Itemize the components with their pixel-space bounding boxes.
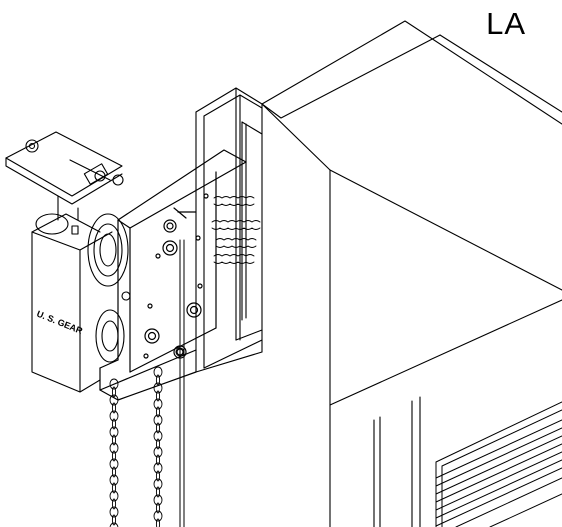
chain-link <box>111 386 117 398</box>
operator-motor <box>5 131 131 393</box>
chain-link <box>153 510 163 522</box>
corner-label: LA <box>486 6 526 41</box>
chain-link <box>109 506 119 518</box>
chain-link <box>153 382 163 394</box>
chain-link <box>109 474 119 486</box>
chain-link <box>111 450 117 462</box>
chain-link <box>153 462 163 474</box>
chain-link <box>155 502 161 514</box>
chain-link <box>153 414 163 426</box>
mounting-bracket <box>99 149 247 401</box>
chain-link <box>153 366 163 378</box>
chain-link <box>111 514 117 526</box>
release-cord <box>175 239 185 527</box>
chain-link <box>109 442 119 454</box>
chain-link <box>155 406 161 418</box>
chain-link <box>155 486 161 498</box>
chain-link <box>153 446 163 458</box>
chain-link <box>109 378 119 390</box>
chain-link <box>109 394 119 406</box>
chain-link <box>153 478 163 490</box>
chain-link <box>111 418 117 430</box>
drive-chain <box>211 196 261 264</box>
chain-link <box>153 398 163 410</box>
chain-link <box>109 410 119 422</box>
chain-link <box>153 430 163 442</box>
chain-link <box>109 458 119 470</box>
chain-link <box>109 490 119 502</box>
chain-link <box>155 374 161 386</box>
chain-link <box>153 494 163 506</box>
chain-link <box>155 518 161 527</box>
chain-link <box>111 498 117 510</box>
chain-link <box>109 426 119 438</box>
hand-chain <box>109 366 163 527</box>
door-track <box>195 87 263 373</box>
chain-link <box>155 470 161 482</box>
chain-link <box>111 482 117 494</box>
overhead-door-section <box>261 20 562 527</box>
chain-link <box>111 466 117 478</box>
chain-link <box>109 522 119 527</box>
chain-link <box>155 390 161 402</box>
motor-brand-label: U. S. GEAR <box>35 309 84 337</box>
chain-link <box>111 434 117 446</box>
louvered-panel <box>435 401 562 527</box>
chain-link <box>155 438 161 450</box>
chain-link <box>155 422 161 434</box>
chain-link <box>155 454 161 466</box>
chain-link <box>111 402 117 414</box>
